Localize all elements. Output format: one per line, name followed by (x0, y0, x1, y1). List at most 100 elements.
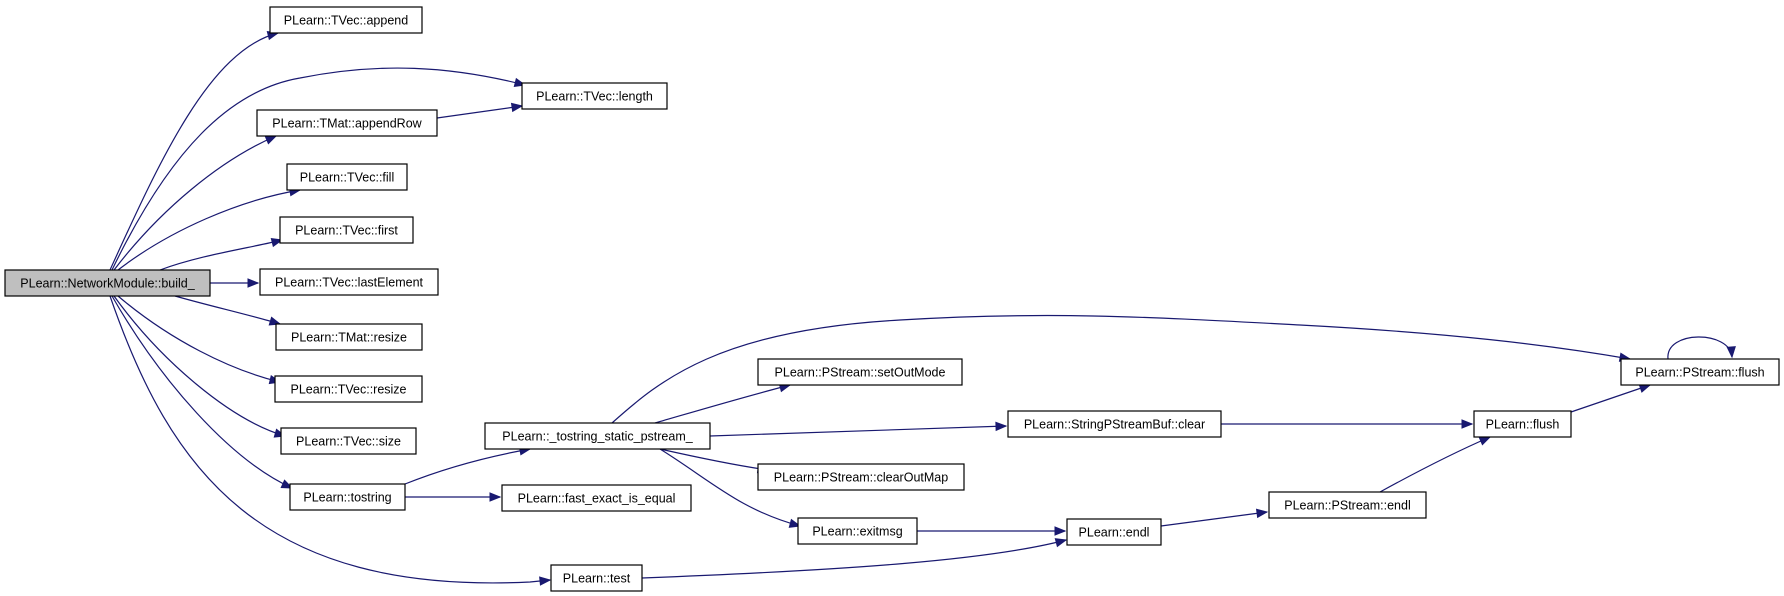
node-size[interactable]: PLearn::TVec::size (280, 427, 417, 455)
node-lastElement[interactable]: PLearn::TVec::lastElement (259, 268, 439, 296)
edge-psFlush-to-psFlush (1667, 336, 1736, 360)
edge-line (159, 239, 283, 271)
edge-line (117, 295, 281, 383)
edge-line (654, 384, 791, 424)
node-label: PLearn::TVec::length (536, 90, 653, 104)
edge-line (611, 314, 1631, 424)
node-append[interactable]: PLearn::TVec::append (269, 6, 423, 34)
node-label: PLearn::flush (1486, 418, 1560, 432)
edge-build-to-appendRow (113, 135, 278, 271)
node-tostring[interactable]: PLearn::tostring (289, 483, 406, 511)
node-label: PLearn::PStream::setOutMode (775, 366, 946, 380)
edge-tostring-to-tsp (404, 446, 532, 485)
edge-build-to-lastElement (210, 278, 260, 288)
edge-line (109, 32, 279, 271)
edge-tostring-to-fastExact (405, 492, 502, 502)
edge-arrowhead (1054, 538, 1068, 548)
node-clearOutMap[interactable]: PLearn::PStream::clearOutMap (757, 463, 965, 491)
edge-spsbClear-to-flush (1221, 419, 1474, 429)
node-label: PLearn::TVec::resize (290, 383, 406, 397)
node-label: PLearn::PStream::flush (1635, 366, 1764, 380)
node-setOutMode[interactable]: PLearn::PStream::setOutMode (757, 358, 963, 386)
node-box (1268, 491, 1427, 519)
node-label: PLearn::TVec::append (284, 14, 408, 28)
node-box (286, 163, 408, 191)
edge-line (641, 539, 1067, 579)
edge-endl-to-psEndl (1160, 508, 1269, 527)
edge-psEndl-to-flush (1379, 436, 1492, 493)
edge-line (113, 295, 286, 437)
edge-arrowhead (539, 576, 552, 586)
edge-build-to-tmatResize (174, 295, 282, 326)
edge-build-to-test (109, 295, 552, 586)
node-label: PLearn::PStream::clearOutMap (774, 471, 948, 485)
node-box (797, 517, 918, 545)
node-first[interactable]: PLearn::TVec::first (279, 216, 414, 244)
edge-line (109, 295, 551, 584)
edge-line (174, 295, 281, 325)
node-label: PLearn::TMat::resize (291, 331, 407, 345)
edge-arrowhead (264, 135, 278, 145)
edge-appendRow-to-length (436, 102, 524, 119)
node-label: PLearn::exitmsg (812, 525, 902, 539)
node-label: PLearn::StringPStreamBuf::clear (1024, 418, 1205, 432)
edge-arrowhead (1461, 419, 1474, 429)
node-psEndl[interactable]: PLearn::PStream::endl (1268, 491, 1427, 519)
node-label: PLearn::test (563, 572, 631, 586)
edge-tsp-to-clearOutMap (659, 448, 770, 474)
node-box (757, 358, 963, 386)
node-box (757, 463, 965, 491)
node-box (269, 6, 423, 34)
edge-line (113, 135, 277, 271)
node-label: PLearn::fast_exact_is_equal (518, 492, 676, 506)
node-spsbClear[interactable]: PLearn::StringPStreamBuf::clear (1007, 410, 1222, 438)
edge-line (1667, 336, 1733, 360)
node-length[interactable]: PLearn::TVec::length (521, 82, 668, 110)
node-fastExact[interactable]: PLearn::fast_exact_is_equal (501, 484, 692, 512)
edge-build-to-tostring (111, 295, 294, 489)
edge-arrowhead (510, 102, 524, 113)
node-flush[interactable]: PLearn::flush (1473, 410, 1572, 438)
edge-build-to-append (109, 30, 280, 271)
edge-arrowhead (489, 492, 502, 502)
edge-tsp-to-exitmsg (659, 448, 802, 528)
edge-line (1570, 384, 1651, 413)
edge-arrowhead (1478, 436, 1492, 446)
edge-arrowhead (270, 237, 284, 248)
edge-line (659, 448, 801, 527)
node-box (521, 82, 668, 110)
node-box (259, 268, 439, 296)
node-psFlush[interactable]: PLearn::PStream::flush (1620, 358, 1780, 386)
node-tvecResize[interactable]: PLearn::TVec::resize (274, 375, 423, 403)
node-tsp[interactable]: PLearn::_tostring_static_pstream_ (484, 422, 711, 450)
edges-layer (109, 30, 1736, 586)
node-appendRow[interactable]: PLearn::TMat::appendRow (256, 109, 438, 137)
node-endl[interactable]: PLearn::endl (1066, 518, 1162, 546)
node-label: PLearn::TVec::first (295, 224, 398, 238)
edge-build-to-fill (117, 187, 302, 271)
edge-arrowhead (788, 518, 802, 528)
edge-test-to-endl (641, 538, 1068, 579)
edge-line (117, 189, 301, 271)
node-label: PLearn::NetworkModule::build_ (20, 277, 195, 291)
node-box (4, 269, 211, 297)
nodes-layer: PLearn::NetworkModule::build_PLearn::TVe… (4, 6, 1780, 592)
edge-exitmsg-to-endl (917, 526, 1067, 536)
node-box (274, 375, 423, 403)
node-build[interactable]: PLearn::NetworkModule::build_ (4, 269, 211, 297)
node-tmatResize[interactable]: PLearn::TMat::resize (275, 323, 423, 351)
node-test[interactable]: PLearn::test (550, 564, 643, 592)
edge-arrowhead (247, 278, 260, 288)
node-label: PLearn::TVec::fill (300, 171, 395, 185)
edge-arrowhead (1726, 346, 1736, 359)
node-label: PLearn::endl (1079, 526, 1150, 540)
node-label: PLearn::PStream::endl (1284, 499, 1410, 513)
node-box (1620, 358, 1780, 386)
node-fill[interactable]: PLearn::TVec::fill (286, 163, 408, 191)
node-exitmsg[interactable]: PLearn::exitmsg (797, 517, 918, 545)
node-box (1066, 518, 1162, 546)
node-box (501, 484, 692, 512)
edge-build-to-first (159, 237, 284, 271)
edge-line (111, 67, 526, 271)
node-box (256, 109, 438, 137)
